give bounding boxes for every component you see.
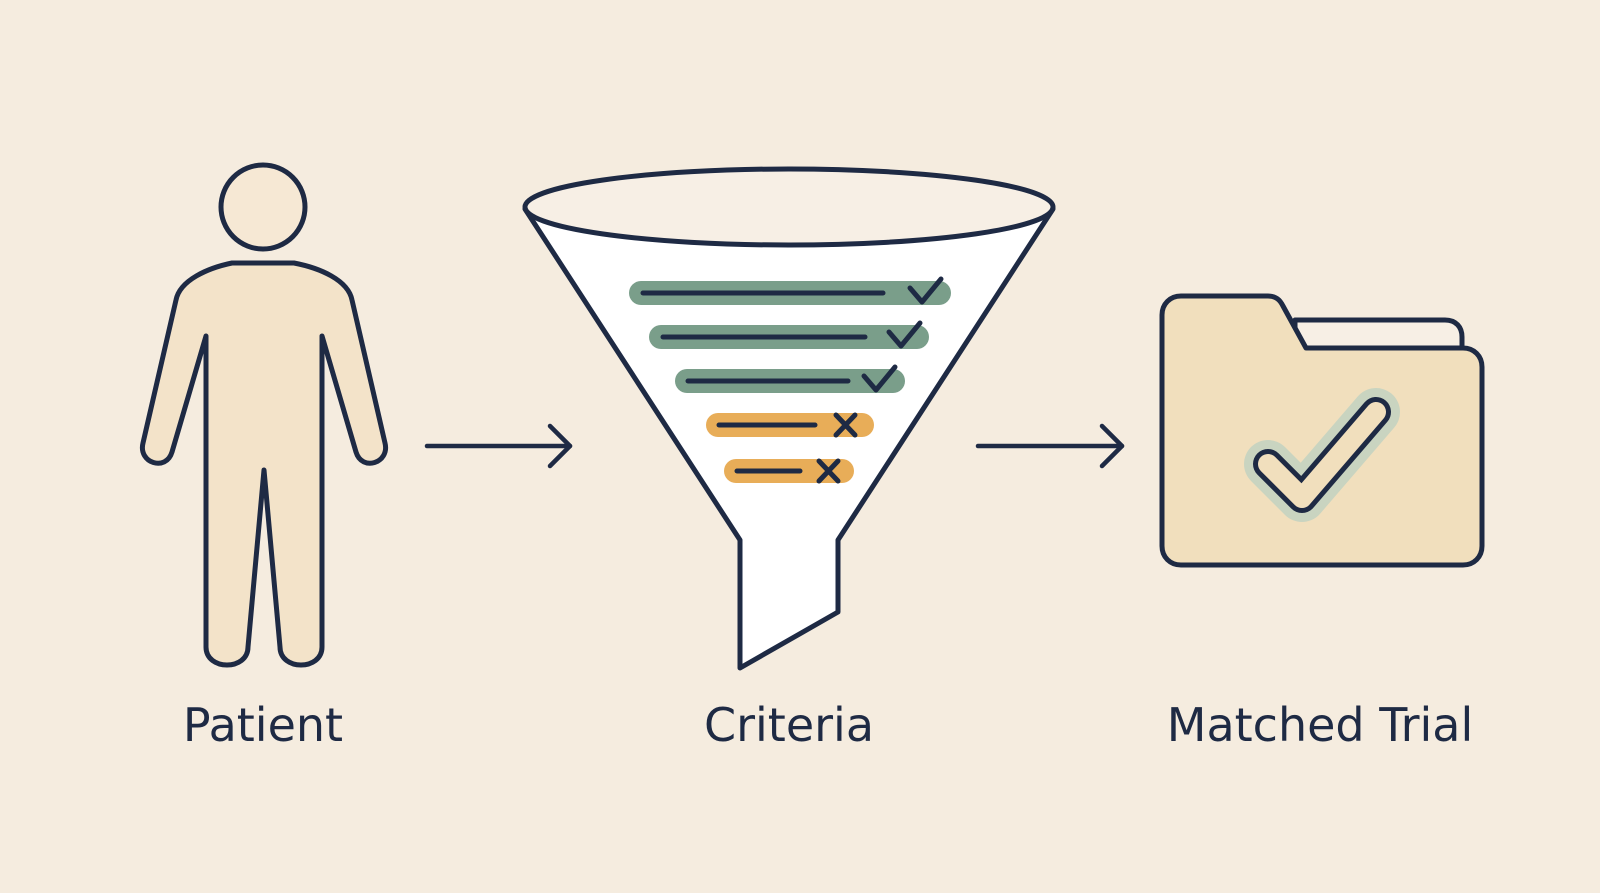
check-icon [907,276,944,305]
cross-icon [833,412,858,438]
folder-check-icon [1159,293,1485,568]
person-head [218,162,308,252]
criteria-list [629,276,951,484]
person-icon [139,162,389,668]
label-patient: Patient [182,698,344,752]
label-matched-trial: Matched Trial [1166,698,1474,752]
person-body [139,260,389,668]
check-icon [1244,388,1400,522]
criteria-row-pass [629,276,951,305]
label-criteria: Criteria [703,698,875,752]
arrow-right-icon [424,423,573,469]
criteria-row-pass [649,320,929,349]
criteria-row-pass [675,364,905,393]
check-icon [861,364,898,393]
folder-back-sheet [1292,317,1465,351]
cross-icon [816,458,841,484]
check-icon [886,320,923,349]
arrow-right-icon [975,423,1125,469]
funnel-body [522,206,1056,671]
criteria-row-fail [724,458,854,484]
folder-body [1159,293,1485,568]
funnel-rim [522,166,1056,248]
criteria-row-fail [706,412,874,438]
